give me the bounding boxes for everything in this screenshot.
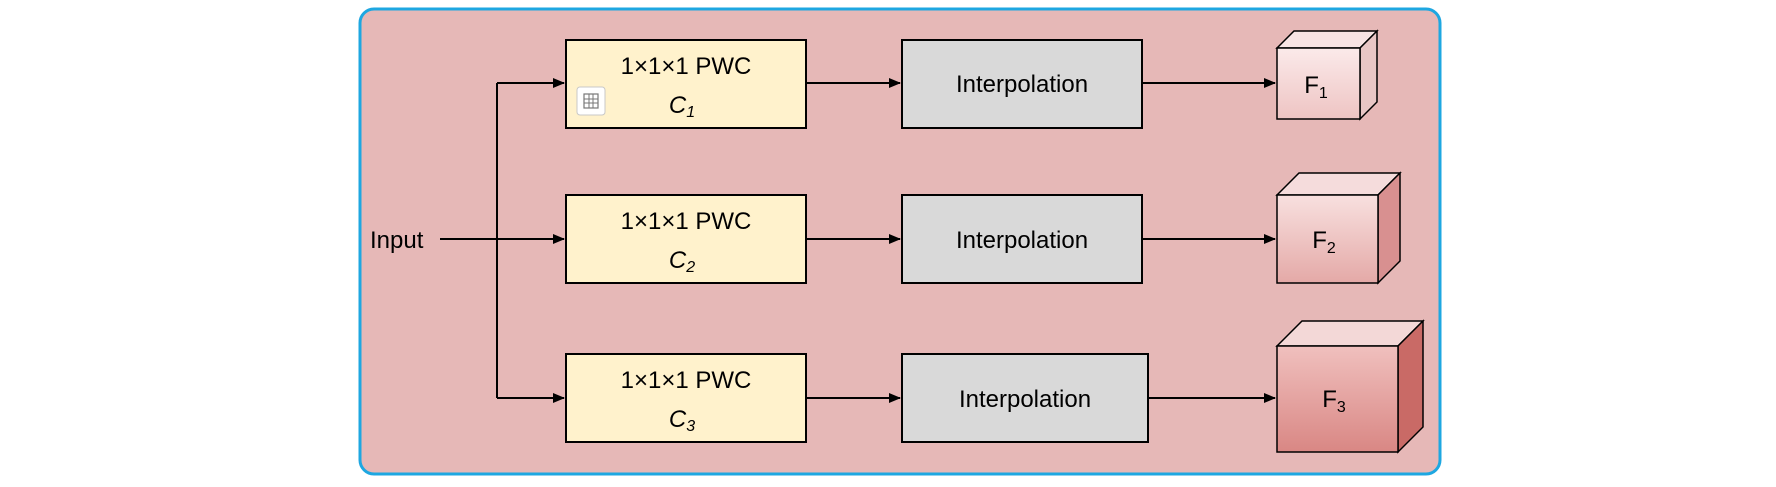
interp-label-1: Interpolation [956, 71, 1088, 98]
conv-label-1: C1 [669, 92, 695, 121]
pwc-box-1 [565, 39, 807, 129]
pwc-box-3 [565, 353, 807, 443]
interp-label-3: Interpolation [959, 386, 1091, 413]
output-cube-1 [1275, 29, 1379, 121]
output-label-3: F3 [1322, 386, 1346, 416]
pwc-label-1: 1×1×1 PWC [621, 53, 752, 80]
conv-label-3: C3 [669, 406, 695, 435]
interp-box-3 [901, 353, 1149, 443]
interp-box-2 [901, 194, 1143, 284]
pwc-box-2 [565, 194, 807, 284]
output-cube-3 [1275, 319, 1425, 454]
interp-label-2: Interpolation [956, 227, 1088, 254]
pwc-label-3: 1×1×1 PWC [621, 367, 752, 394]
conv-label-2: C2 [669, 247, 695, 276]
pwc-label-2: 1×1×1 PWC [621, 208, 752, 235]
output-label-1: F1 [1304, 72, 1328, 102]
input-label: Input [370, 227, 424, 254]
output-cube-2 [1275, 171, 1402, 285]
output-label-2: F2 [1312, 227, 1336, 257]
interp-box-1 [901, 39, 1143, 129]
grid-select-icon[interactable] [576, 86, 606, 116]
